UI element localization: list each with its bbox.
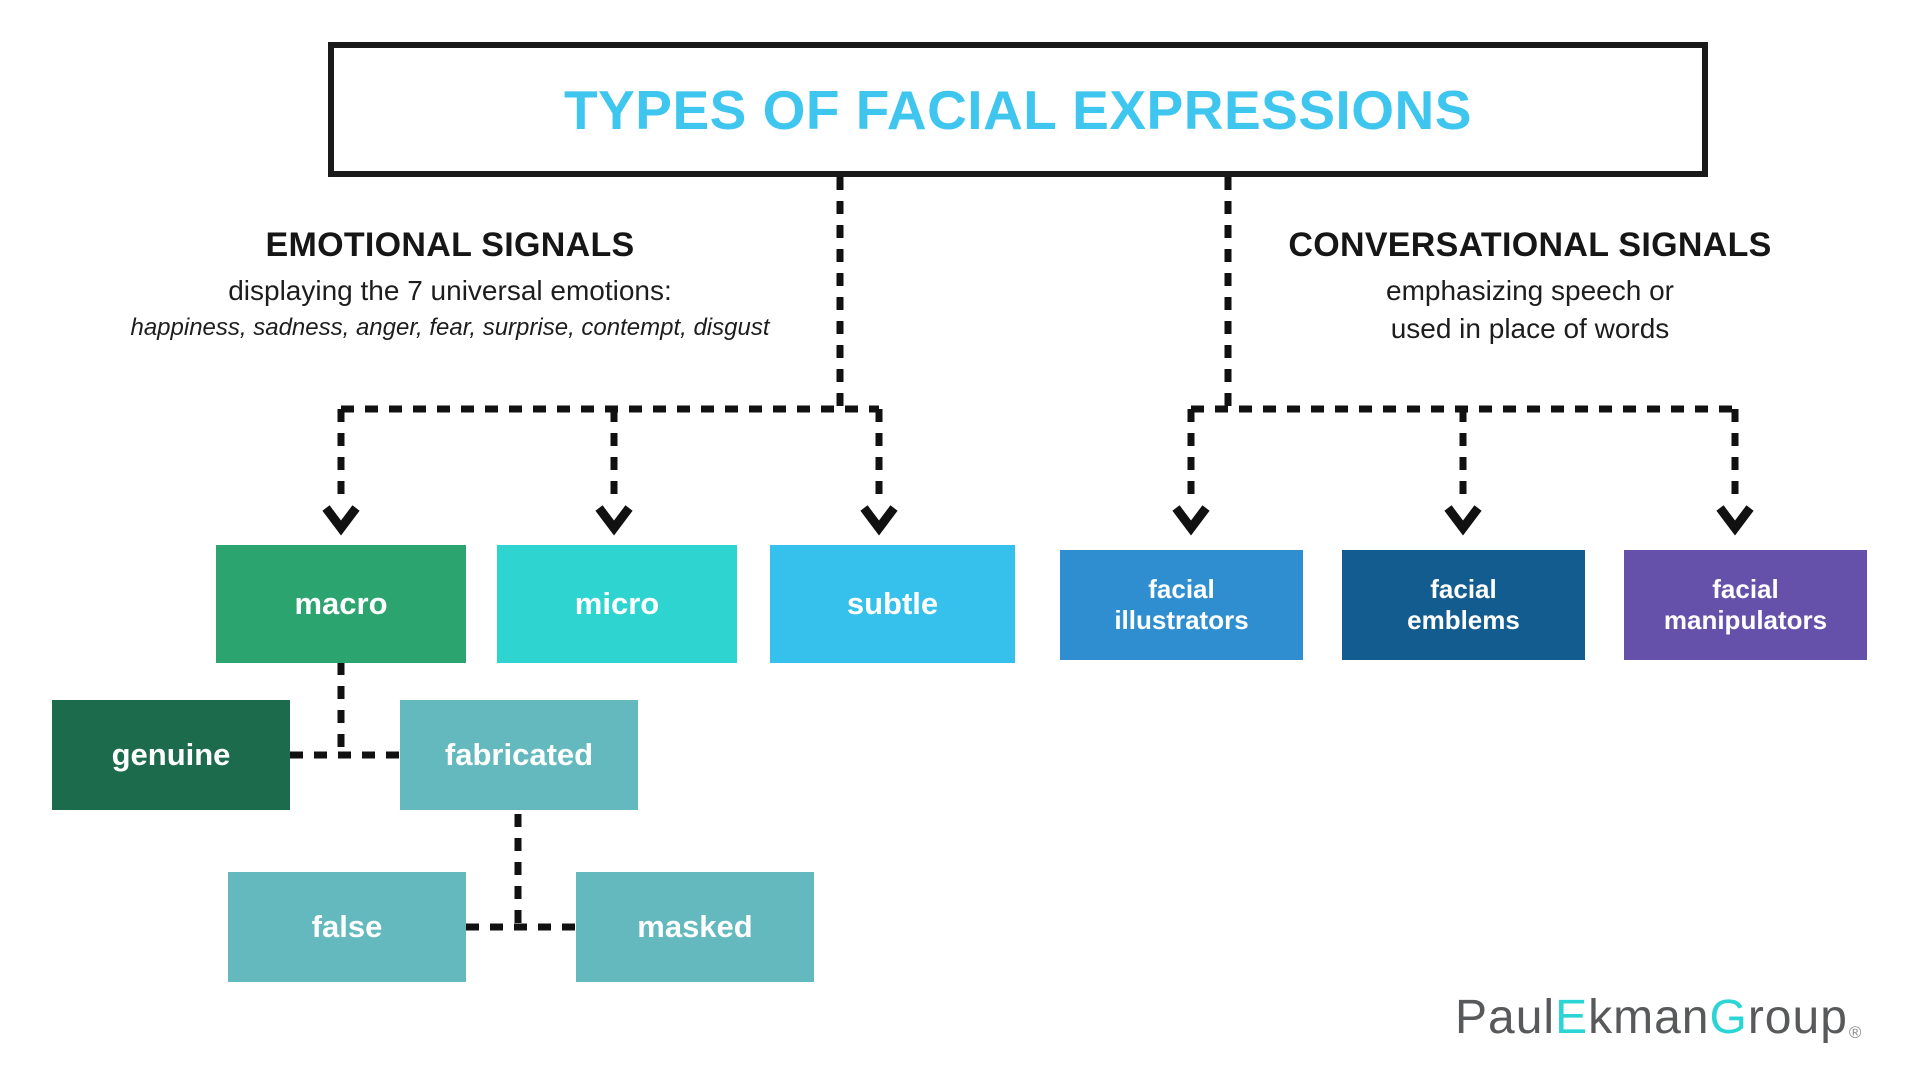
branch-heading-emotional: EMOTIONAL SIGNALS displaying the 7 unive… (70, 225, 830, 343)
conversational-subtitle-line1: emphasizing speech or (1386, 274, 1674, 306)
node-facial-manipulators-label-line2: manipulators (1663, 605, 1828, 635)
logo-part-kman: kman (1588, 991, 1710, 1044)
branch-heading-conversational: CONVERSATIONAL SIGNALS emphasizing speec… (1150, 225, 1910, 347)
node-facial-manipulators-label-line1: facial (1712, 574, 1779, 605)
node-fabricated[interactable]: fabricated (400, 700, 638, 810)
node-micro[interactable]: micro (497, 545, 737, 663)
node-masked-label: masked (637, 908, 753, 944)
node-facial-illustrators[interactable]: facial illustrators (1060, 550, 1303, 660)
node-micro-label: micro (574, 585, 660, 621)
arrow-subtle (860, 505, 898, 536)
node-macro-label: macro (294, 585, 388, 621)
logo-part-roup: roup (1747, 991, 1848, 1044)
node-subtle-label: subtle (846, 585, 939, 621)
arrow-micro (595, 505, 633, 536)
node-genuine[interactable]: genuine (52, 700, 290, 810)
arrow-manipulators (1716, 505, 1754, 536)
logo-part-g: G (1709, 991, 1748, 1044)
arrow-emblems (1444, 505, 1482, 536)
page-title: TYPES OF FACIAL EXPRESSIONS (564, 78, 1472, 141)
conversational-subtitle-line2: used in place of words (1390, 312, 1670, 344)
registered-trademark-icon: ® (1848, 1023, 1863, 1042)
paul-ekman-group-logo: PaulEkmanGroup® (1455, 990, 1861, 1045)
emotional-signals-subtitle: displaying the 7 universal emotions: (228, 274, 672, 306)
node-macro[interactable]: macro (216, 545, 466, 663)
node-genuine-label: genuine (111, 736, 231, 772)
logo-part-paul: Paul (1455, 991, 1556, 1044)
emotional-signals-heading: EMOTIONAL SIGNALS (265, 226, 635, 264)
node-facial-emblems[interactable]: facial emblems (1342, 550, 1585, 660)
universal-emotions-list: happiness, sadness, anger, fear, surpris… (130, 313, 770, 341)
conversational-signals-heading: CONVERSATIONAL SIGNALS (1288, 226, 1772, 264)
node-fabricated-label: fabricated (444, 736, 594, 772)
node-masked[interactable]: masked (576, 872, 814, 982)
title-box: TYPES OF FACIAL EXPRESSIONS (328, 42, 1708, 177)
node-subtle[interactable]: subtle (770, 545, 1015, 663)
node-facial-emblems-label-line1: facial (1430, 574, 1497, 605)
node-facial-illustrators-label-line2: illustrators (1114, 605, 1249, 635)
node-false[interactable]: false (228, 872, 466, 982)
arrow-illustrators (1172, 505, 1210, 536)
node-false-label: false (311, 908, 383, 944)
node-facial-illustrators-label-line1: facial (1148, 574, 1215, 605)
node-facial-manipulators[interactable]: facial manipulators (1624, 550, 1867, 660)
arrow-macro (322, 505, 360, 536)
logo-part-e: E (1555, 991, 1589, 1044)
node-facial-emblems-label-line2: emblems (1407, 605, 1520, 635)
